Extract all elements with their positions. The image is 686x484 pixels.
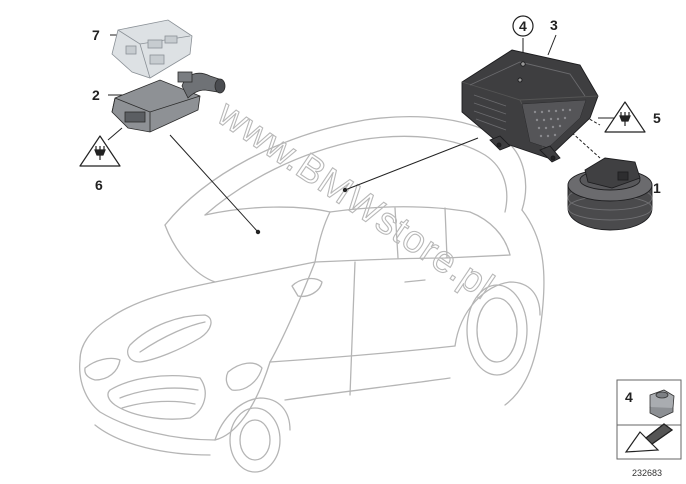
- legend-box: 4 232683: [616, 379, 682, 478]
- warning-triangle-icon: [79, 135, 121, 167]
- warning-triangle-icon: [604, 101, 646, 133]
- callout-7: 7: [92, 27, 100, 43]
- callout-4: 4: [519, 18, 527, 34]
- plug-icon: [619, 112, 631, 126]
- car-mount-point-rear: [342, 187, 348, 193]
- callout-3: 3: [550, 17, 558, 33]
- part-number: 232683: [632, 468, 662, 478]
- part-1-round-unit: [567, 157, 653, 231]
- part-3-control-unit: [461, 49, 599, 163]
- legend-number: 4: [625, 389, 633, 405]
- callout-6: 6: [95, 177, 103, 193]
- callout-1: 1: [653, 180, 661, 196]
- callout-5: 5: [653, 110, 661, 126]
- callout-2: 2: [92, 87, 100, 103]
- part-3-connector-pins: [533, 108, 572, 138]
- plug-icon: [94, 146, 106, 160]
- watermark-text: www.BMWstore.pl: [209, 92, 501, 308]
- arrow-icon: [624, 423, 674, 453]
- part-7-cover: [111, 19, 193, 79]
- part-2-module: [111, 71, 226, 133]
- part-3-connector-grid: [521, 99, 587, 149]
- nut-icon: [649, 389, 675, 419]
- car-mount-point-front: [255, 229, 261, 235]
- car-outline: [79, 115, 545, 473]
- callout-4-circle: [512, 15, 534, 37]
